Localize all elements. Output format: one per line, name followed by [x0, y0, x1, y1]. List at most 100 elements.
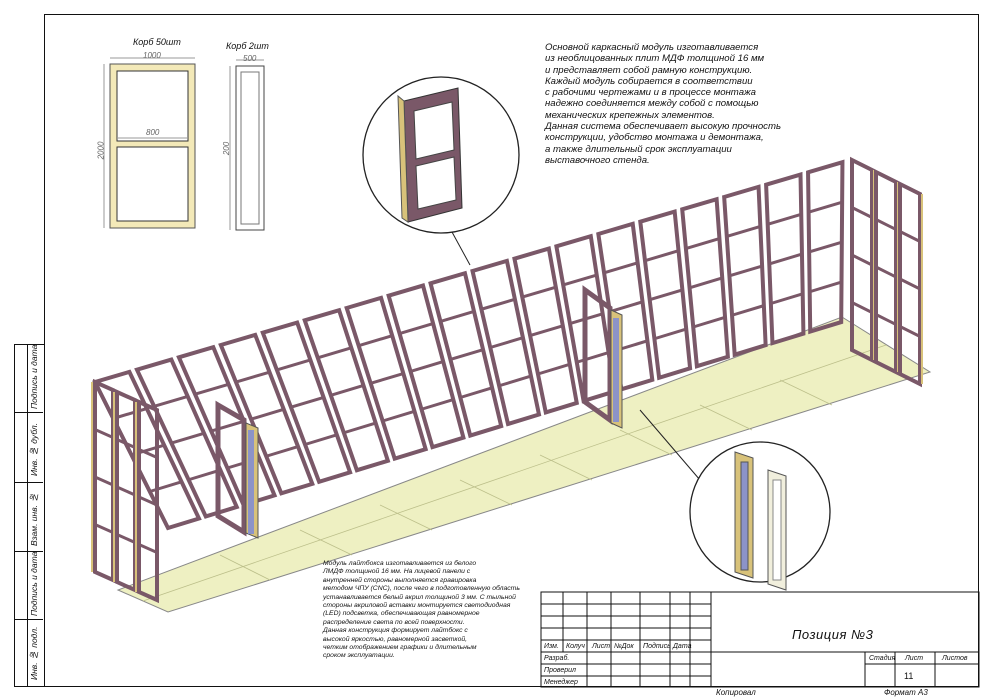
side-cell-4: Подпись и дата: [15, 552, 43, 620]
module-crossbar: [459, 386, 493, 399]
tb-sheet-label: Лист: [905, 655, 924, 662]
back-wall-module: [176, 344, 278, 508]
frame-a-inner: 800: [146, 128, 160, 137]
back-wall-module: [470, 258, 542, 427]
description-top: Основной каркасный модуль изготавливаетс…: [545, 42, 781, 166]
module-crossbar: [899, 325, 921, 338]
tb-row-razrab: Разраб.: [544, 655, 570, 662]
floor-grid: [142, 344, 887, 602]
module-crossbar: [875, 265, 897, 279]
back-wall-module: [680, 196, 730, 369]
description-bottom-line: методом ЧПУ (CNC), после чего в подготов…: [323, 585, 520, 593]
tb-stage-label: Стадия: [869, 655, 896, 662]
module-crossbar: [562, 273, 598, 287]
tb-sheets-label: Листов: [942, 655, 968, 662]
description-top-line: а также длительный срок эксплуатации: [545, 143, 732, 155]
back-wall-module: [638, 208, 693, 381]
module-crossbar: [731, 304, 765, 317]
module-crossbar: [875, 313, 897, 326]
module-crossbar: [808, 200, 843, 214]
tb-header-podpis: Подпись: [643, 643, 671, 650]
module-crossbar: [116, 533, 136, 544]
description-top-line: Основной каркасный модуль изготавливаетс…: [545, 42, 759, 53]
right-wall-module: [850, 156, 874, 364]
module-crossbar: [116, 438, 136, 449]
lightbox-stand-right: [582, 285, 623, 429]
module-crossbar: [480, 297, 516, 311]
module-crossbar: [899, 230, 921, 243]
module-crossbar: [138, 448, 158, 459]
back-wall-module: [386, 283, 466, 450]
module-crossbar: [768, 252, 803, 266]
description-top-line: из необлицованных плит МДФ толщиной 16 м…: [545, 53, 765, 65]
description-top-line: Каждый модуль собирается в соответствии: [545, 75, 753, 87]
lightbox-stand-left: [215, 400, 259, 539]
module-crossbar: [851, 253, 873, 267]
frame-a-width: 1000: [143, 51, 161, 60]
module-crossbar: [94, 523, 114, 534]
module-crossbar: [875, 218, 897, 231]
module-crossbar: [370, 372, 404, 385]
description-bottom-line: (LED) подсветка, обеспечивающая равномер…: [323, 610, 480, 618]
module-crossbar: [649, 288, 683, 302]
module-crossbar: [449, 348, 484, 361]
module-crossbar: [276, 358, 311, 372]
module-crossbar: [728, 264, 763, 278]
module-crossbar: [421, 398, 454, 411]
module-crossbar: [609, 300, 643, 314]
module-crossbar: [304, 433, 338, 446]
module-crossbar: [851, 301, 873, 314]
description-top-line: надежно соединяется между собой с помощь…: [545, 98, 759, 110]
side-strip-divider: [27, 345, 28, 686]
tb-header-list: Лист: [592, 643, 611, 650]
title-block-lines: [540, 591, 980, 688]
module-crossbar: [153, 394, 189, 408]
module-crossbar: [170, 431, 205, 445]
module-crossbar: [399, 322, 434, 335]
module-crossbar: [188, 468, 221, 482]
side-cell-1: Подпись и дата: [15, 345, 43, 413]
module-crossbar: [603, 261, 639, 275]
module-crossbar: [851, 206, 873, 219]
module-crossbar: [692, 315, 726, 329]
side-cell-2: Инв. № дубл.: [15, 413, 43, 483]
module-crossbar: [149, 480, 183, 493]
tb-header-koluch: Колуч: [566, 643, 585, 650]
right-wall-frames: [850, 156, 923, 388]
frame-a-height: 2000: [96, 141, 106, 160]
back-wall-module: [260, 320, 353, 485]
module-crossbar: [644, 249, 679, 263]
callout-circle-bottom: [689, 441, 831, 583]
back-wall-module: [344, 295, 429, 462]
back-wall-module: [302, 307, 391, 473]
module-crossbar: [194, 382, 230, 396]
module-crossbar: [689, 276, 723, 290]
side-cell-3: Взам. инв. №: [15, 483, 43, 552]
description-top-line: механических крепежных элементов.: [545, 109, 715, 121]
module-crossbar: [899, 277, 921, 291]
frame-b-title: Корб 2шт: [226, 41, 269, 51]
frame-b-drawing: [229, 59, 265, 231]
description-top-line: конструкции, удобство монтажа и демонтаж…: [545, 132, 764, 144]
back-wall-module: [428, 270, 504, 439]
description-bottom-line: внутренней стороны выполняется гравировк…: [323, 576, 477, 584]
back-wall-frames: [92, 159, 845, 531]
module-crossbar: [235, 370, 270, 384]
description-top-line: и представляет собой рамную конструкцию.: [545, 64, 753, 76]
module-crossbar: [809, 280, 842, 294]
module-crossbar: [521, 285, 557, 299]
left-wall-frames: [91, 378, 159, 604]
module-crossbar: [116, 485, 136, 497]
left-wall-module: [137, 398, 159, 604]
back-wall-module: [722, 184, 768, 358]
module-crossbar: [767, 212, 802, 226]
back-wall-module: [512, 246, 580, 416]
description-bottom-line: высокой яркостью, равномерной засветкой,: [323, 635, 468, 643]
module-crossbar: [440, 309, 475, 323]
frame-a-title: Корб 50шт: [133, 37, 181, 47]
module-crossbar: [330, 384, 364, 397]
module-crossbar: [726, 225, 761, 238]
module-crossbar: [317, 346, 352, 360]
